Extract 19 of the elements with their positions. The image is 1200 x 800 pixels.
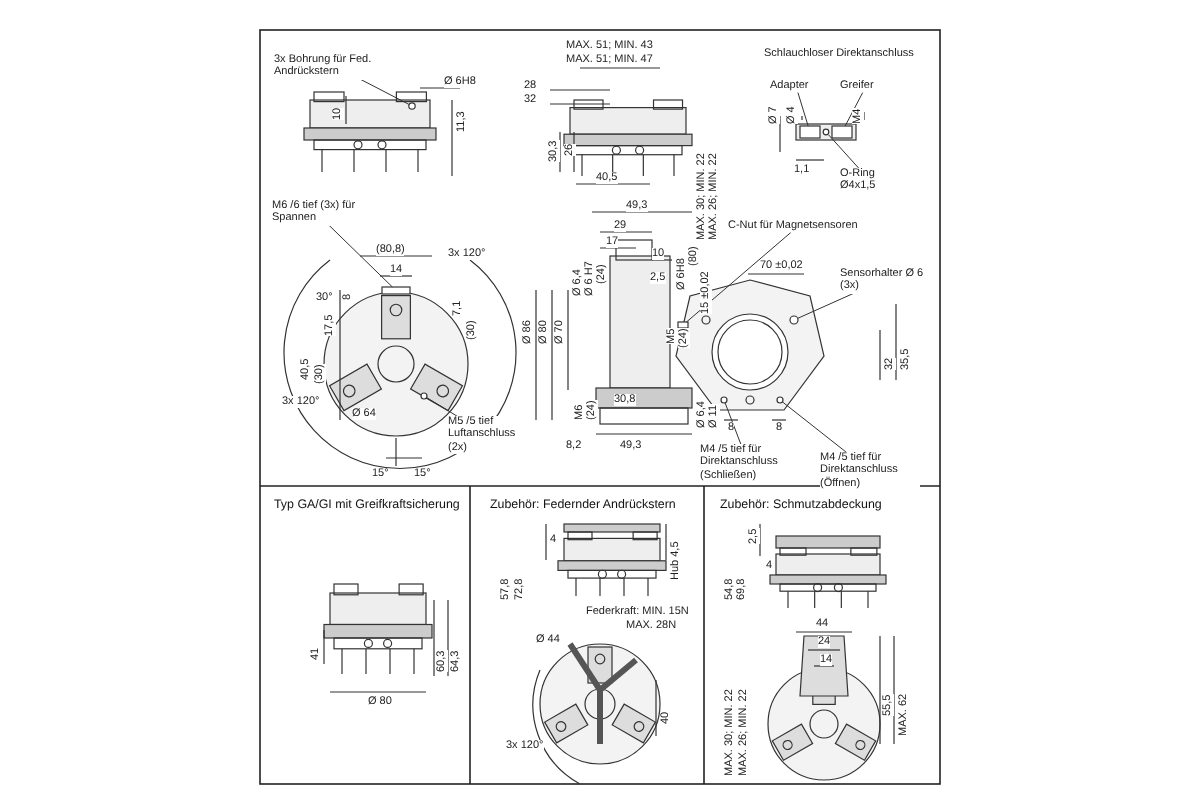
hole	[420, 392, 428, 400]
leader-line	[797, 292, 855, 319]
leader-line	[359, 78, 410, 105]
hole	[720, 396, 728, 404]
leader-line	[782, 401, 847, 453]
hole	[789, 315, 799, 325]
part-outline	[677, 321, 689, 329]
hole	[822, 128, 830, 136]
part-outline	[799, 125, 821, 139]
leader-line	[426, 397, 458, 417]
leader-line	[328, 224, 393, 288]
leader-line	[828, 134, 860, 169]
leader-line	[797, 92, 809, 127]
leader-line	[844, 92, 864, 127]
hole	[408, 102, 416, 110]
part-outline	[381, 286, 411, 295]
leader-line	[724, 402, 742, 445]
hole	[776, 396, 784, 404]
part-outline	[831, 125, 853, 139]
